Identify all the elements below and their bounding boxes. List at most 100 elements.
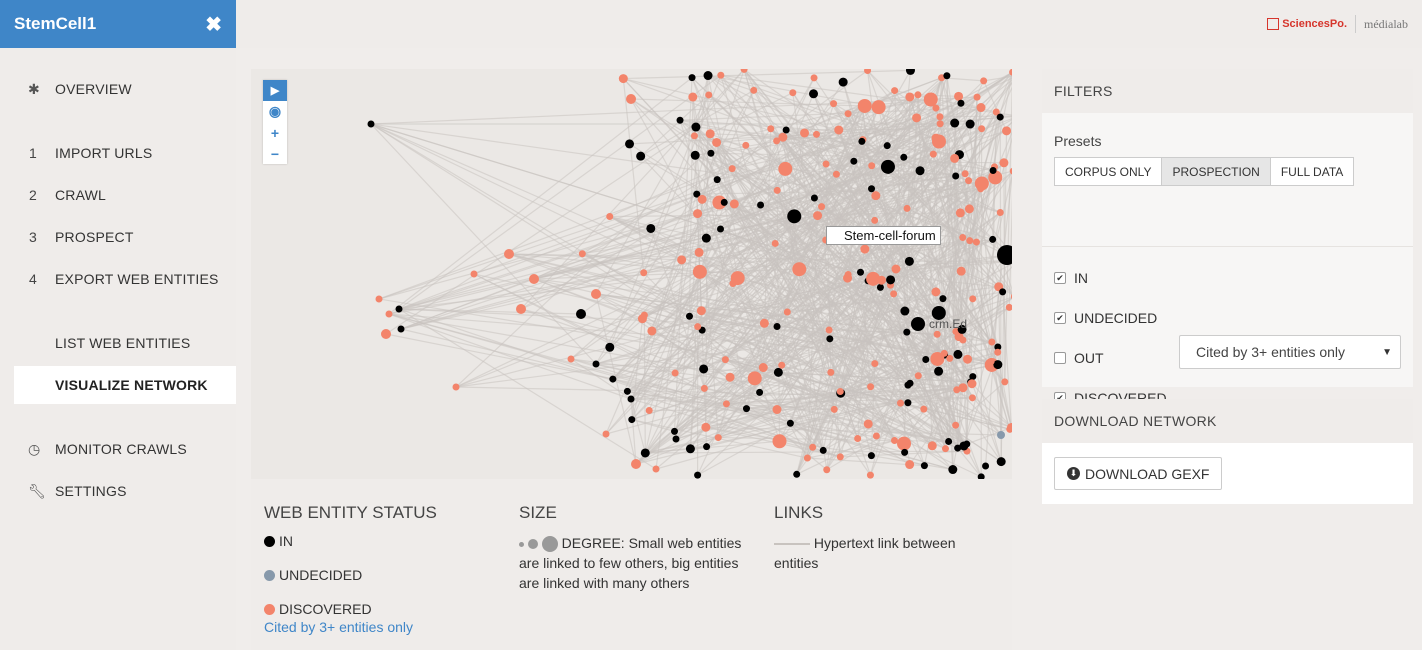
graph-node[interactable] [693, 190, 701, 198]
graph-node[interactable] [576, 309, 586, 319]
graph-node[interactable] [729, 199, 739, 209]
graph-node[interactable] [825, 326, 833, 334]
graph-node[interactable] [691, 122, 701, 132]
graph-node[interactable] [963, 354, 973, 364]
nav-export[interactable]: 4 EXPORT WEB ENTITIES [0, 260, 236, 298]
graph-node[interactable] [993, 360, 1003, 370]
graph-node[interactable] [773, 186, 781, 194]
graph-node[interactable] [988, 338, 996, 346]
graph-node[interactable] [933, 330, 941, 338]
undecided-checkbox[interactable]: ✔ [1054, 312, 1066, 324]
graph-node[interactable] [863, 419, 873, 429]
graph-node[interactable] [974, 176, 989, 191]
graph-node[interactable] [793, 470, 801, 478]
graph-node[interactable] [823, 466, 831, 474]
graph-node[interactable] [578, 250, 586, 258]
graph-node[interactable] [969, 295, 977, 303]
graph-node[interactable] [943, 72, 951, 80]
graph-node[interactable] [964, 204, 974, 214]
graph-node[interactable] [965, 177, 973, 185]
graph-node[interactable] [900, 153, 908, 161]
graph-node[interactable] [891, 264, 901, 274]
graph-node[interactable] [694, 323, 702, 331]
discovered-threshold-select[interactable]: Cited by 3+ entities only ▼ [1179, 335, 1401, 369]
graph-node[interactable] [747, 371, 762, 386]
graph-node[interactable] [965, 119, 975, 129]
recenter-icon[interactable]: ◉ [268, 103, 282, 119]
graph-node[interactable] [952, 172, 960, 180]
graph-node[interactable] [989, 235, 997, 243]
graph-node[interactable] [890, 436, 898, 444]
graph-node[interactable] [868, 185, 876, 193]
graph-node[interactable] [385, 310, 393, 318]
graph-node[interactable] [786, 419, 794, 427]
graph-node[interactable] [822, 160, 830, 168]
graph-node[interactable] [712, 195, 727, 210]
graph-node[interactable] [938, 74, 946, 82]
graph-node[interactable] [904, 399, 912, 407]
graph-node[interactable] [871, 100, 886, 115]
graph-node[interactable] [966, 237, 974, 245]
graph-node[interactable] [999, 288, 1007, 296]
graph-node[interactable] [685, 312, 693, 320]
graph-node[interactable] [703, 443, 711, 451]
graph-node[interactable] [592, 360, 600, 368]
graph-node[interactable] [812, 130, 820, 138]
graph-node[interactable] [930, 351, 945, 366]
graph-node[interactable] [699, 364, 709, 374]
graph-node[interactable] [958, 383, 968, 393]
graph-node[interactable] [866, 271, 881, 286]
graph-node[interactable] [946, 354, 954, 362]
graph-node[interactable] [940, 349, 948, 357]
graph-node[interactable] [646, 223, 656, 233]
graph-node[interactable] [978, 125, 986, 133]
graph-node[interactable] [647, 326, 657, 336]
graph-node[interactable] [688, 92, 698, 102]
graph-node[interactable] [857, 268, 865, 276]
graph-node[interactable] [867, 383, 875, 391]
graph-node[interactable] [720, 198, 728, 206]
graph-node[interactable] [757, 201, 765, 209]
graph-node[interactable] [677, 255, 687, 265]
graph-node[interactable] [941, 445, 949, 453]
graph-node[interactable] [707, 149, 715, 157]
graph-node[interactable] [977, 473, 985, 479]
graph-node[interactable] [914, 91, 922, 99]
graph-node[interactable] [914, 372, 922, 380]
graph-node[interactable] [778, 361, 786, 369]
graph-node[interactable] [850, 157, 858, 165]
graph-node[interactable] [959, 234, 967, 242]
graph-node[interactable] [826, 335, 834, 343]
graph-node[interactable] [830, 405, 838, 413]
graph-node[interactable] [803, 454, 811, 462]
graph-node[interactable] [705, 91, 713, 99]
graph-node[interactable] [996, 208, 1004, 216]
graph-node[interactable] [1001, 378, 1009, 386]
graph-node[interactable] [750, 86, 758, 94]
filter-in[interactable]: ✔ IN [1054, 270, 1088, 286]
graph-node[interactable] [759, 318, 769, 328]
graph-node[interactable] [722, 400, 730, 408]
graph-node[interactable] [836, 387, 844, 395]
filter-undecided[interactable]: ✔ UNDECIDED [1054, 310, 1157, 326]
graph-node[interactable] [729, 279, 737, 287]
graph-node[interactable] [567, 355, 575, 363]
graph-node[interactable] [504, 249, 514, 259]
graph-node[interactable] [787, 209, 802, 224]
graph-node[interactable] [397, 325, 405, 333]
graph-node[interactable] [591, 289, 601, 299]
graph-node[interactable] [773, 322, 781, 330]
graph-node[interactable] [703, 71, 713, 81]
graph-node[interactable] [901, 448, 909, 456]
graph-node[interactable] [922, 356, 930, 364]
graph-node[interactable] [783, 308, 791, 316]
graph-node[interactable] [742, 405, 750, 413]
graph-node[interactable] [950, 153, 960, 163]
graph-node[interactable] [957, 99, 965, 107]
graph-node[interactable] [834, 125, 844, 135]
nav-monitor-crawls[interactable]: ◷ MONITOR CRAWLS [0, 430, 236, 468]
graph-node[interactable] [844, 271, 852, 279]
graph-node[interactable] [961, 170, 969, 178]
graph-node[interactable] [973, 93, 981, 101]
graph-node[interactable] [672, 435, 680, 443]
